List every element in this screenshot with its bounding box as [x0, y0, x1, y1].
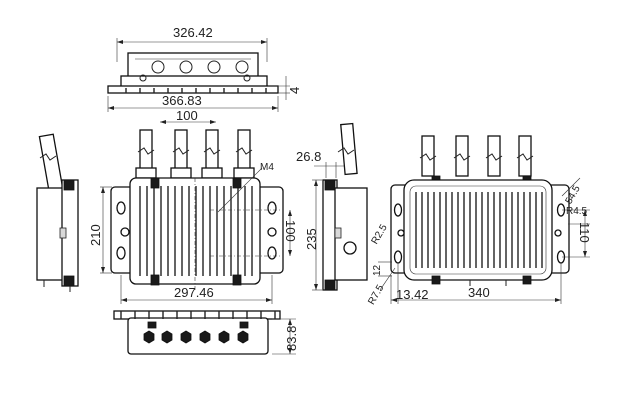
- dim-top-height: 4: [287, 87, 302, 94]
- dim-right-slot: R7.5: [366, 283, 386, 307]
- dim-front-width: 297.46: [174, 285, 214, 300]
- dim-front-spacing: 100: [176, 108, 198, 123]
- dim-right-width: 340: [468, 285, 490, 300]
- dim-right-small: 12: [372, 264, 383, 276]
- side-view: 26.8 235: [296, 122, 368, 291]
- bottom-view: 83.8: [113, 310, 299, 355]
- dim-top-width: 326.42: [173, 25, 213, 40]
- dim-bottom-height: 83.8: [284, 326, 299, 351]
- dim-right-hole-spacing: 110: [577, 222, 592, 243]
- dim-top-total: 366.83: [162, 93, 202, 108]
- front-callout-mark: M4: [260, 162, 274, 173]
- dim-side-height: 235: [304, 228, 319, 250]
- dim-right-corner: R4.5: [566, 206, 588, 217]
- dim-right-offset: 13.42: [396, 287, 429, 302]
- left-side-view: [36, 133, 79, 292]
- dim-front-height: 210: [88, 224, 103, 246]
- dim-right-hole-radius: R2.5: [370, 222, 390, 246]
- front-view: 100: [88, 108, 298, 304]
- top-view: 326.42 4: [107, 25, 302, 112]
- right-view: 110 54.5 R4.5 R2.5 12 R7.5 13.42 340: [366, 135, 592, 307]
- dim-side-offset: 26.8: [296, 149, 321, 164]
- dim-front-hole: 100: [283, 220, 298, 242]
